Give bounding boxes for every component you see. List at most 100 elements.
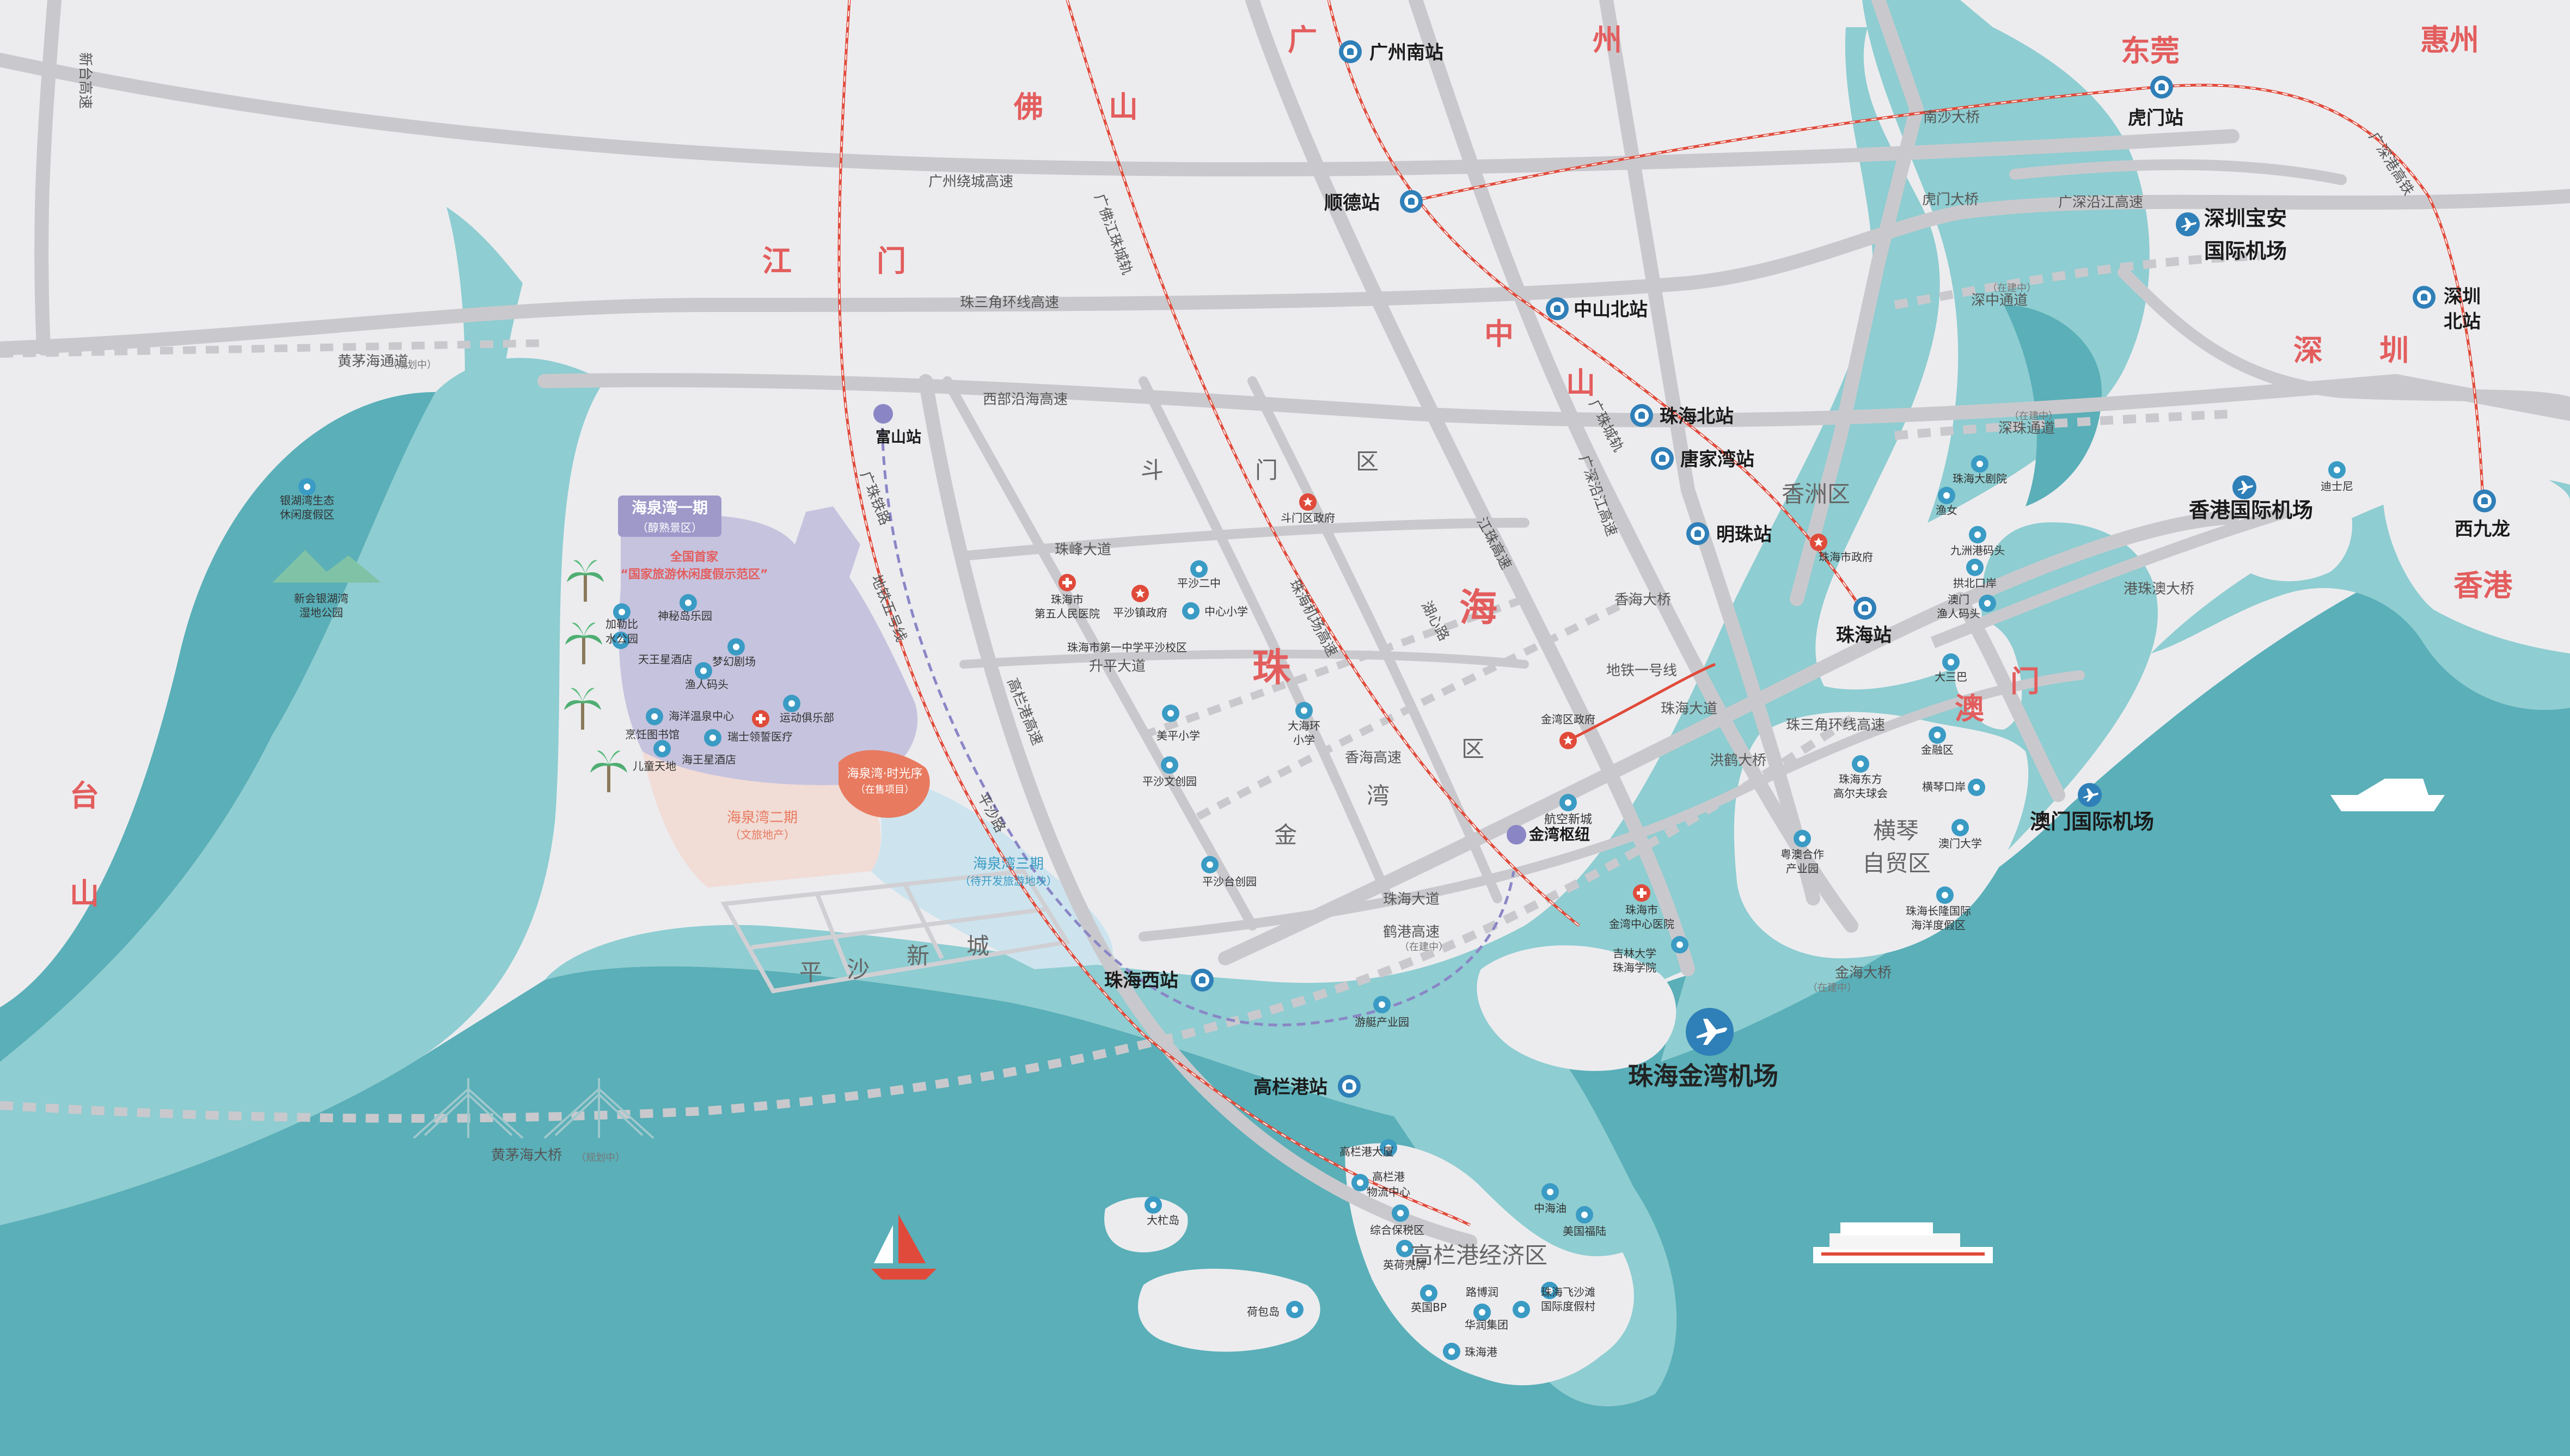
- poi-golf-1: 珠海东方: [1839, 773, 1882, 786]
- poi-jinwan-hosp-2: 金湾中心医院: [1609, 917, 1674, 931]
- national-label-2: “国家旅游休闲度假示范区”: [621, 567, 768, 582]
- region-zhuhai-1: 珠: [1252, 645, 1291, 690]
- road-planning-2: （规划中）: [576, 1152, 625, 1164]
- region-dongguan: 东莞: [2121, 34, 2180, 68]
- airport-shenzhen-2[interactable]: 国际机场: [2204, 239, 2287, 263]
- station-gaolangang[interactable]: 高栏港站: [1253, 1076, 1327, 1098]
- airport-hongkong[interactable]: 香港国际机场: [2189, 498, 2313, 522]
- poi-jialebi-1: 加勒比: [605, 617, 638, 631]
- region-huizhou: 惠州: [2420, 23, 2479, 57]
- poi-zhonghaiyou: 中海油: [1534, 1202, 1567, 1215]
- region-zhongshan-1: 中: [1484, 317, 1514, 351]
- gaolan-peninsula: [1345, 1143, 1634, 1386]
- road-planning-1: （规划中）: [388, 359, 437, 371]
- road-humen-expressway: 广深沿江高速: [2058, 194, 2143, 211]
- road-humen-bridge: 虎门大桥: [1922, 192, 1979, 208]
- poi-yuao-2: 产业园: [1786, 862, 1819, 875]
- station-tangjiawan[interactable]: 唐家湾站: [1680, 449, 1754, 470]
- poi-ukbp: 英国BP: [1411, 1301, 1447, 1314]
- district-jinwan-1: 金: [1274, 822, 1297, 848]
- region-shenzhen-2: 圳: [2379, 333, 2409, 368]
- phase3-title: 海泉湾三期: [973, 856, 1044, 872]
- poi-macau-yuren-2: 渔人码头: [1937, 607, 1980, 620]
- district-jinwan-2: 湾: [1367, 782, 1390, 809]
- poi-menghuan: 梦幻剧场: [712, 655, 756, 668]
- airport-macau[interactable]: 澳门国际机场: [2030, 810, 2154, 834]
- station-zhuhai-west[interactable]: 珠海西站: [1104, 970, 1178, 992]
- road-huangmaohai-bridge: 黄茅海大桥: [491, 1147, 562, 1164]
- poi-zhuhai-port: 珠海港: [1465, 1345, 1497, 1359]
- district-pingsha-3: 新: [907, 943, 929, 969]
- poi-jialebi-2: 水公园: [605, 632, 638, 645]
- poi-disney: 迪士尼: [2321, 480, 2353, 493]
- poi-pingsha-wenchuang: 平沙文创园: [1142, 775, 1197, 788]
- station-mingzhu[interactable]: 明珠站: [1716, 524, 1772, 546]
- poi-dagan: 大杧岛: [1147, 1214, 1179, 1227]
- road-pingsha-road: 平沙路: [974, 790, 1008, 835]
- national-label-1: 全国首家: [670, 550, 719, 564]
- region-taishan-2: 山: [70, 877, 99, 911]
- river-west: [436, 207, 523, 741]
- station-zhongshan-north[interactable]: 中山北站: [1574, 299, 1648, 321]
- poi-jinrong: 金融区: [1921, 743, 1954, 756]
- station-jinwan-hub[interactable]: 金湾枢纽: [1528, 825, 1590, 843]
- region-macau-2: 门: [2010, 664, 2040, 699]
- road-metro-line1: 地铁一号线: [1606, 663, 1677, 679]
- poi-zhuhai-opera: 珠海大剧院: [1953, 472, 2007, 485]
- road-construction-1: （在建中）: [1987, 283, 2036, 294]
- poi-yinghe: 英荷壳牌: [1383, 1258, 1427, 1271]
- station-zhuhai-north[interactable]: 珠海北站: [1660, 406, 1734, 427]
- district-pingsha-2: 沙: [847, 956, 870, 983]
- airport-shenzhen-1[interactable]: 深圳宝安: [2204, 206, 2287, 230]
- road-guangzhu-railway: 广珠铁路: [857, 469, 894, 528]
- road-gaolan-expressway: 高栏港高速: [1004, 676, 1046, 748]
- station-zhuhai[interactable]: 珠海站: [1836, 625, 1892, 646]
- district-pingsha-1: 平: [799, 959, 822, 986]
- district-doumen-3: 区: [1356, 448, 1379, 475]
- on-sale-title[interactable]: 海泉湾·时光序: [847, 767, 923, 781]
- station-shenzhen-north-1[interactable]: 深圳: [2444, 286, 2481, 308]
- region-foshan-1: 佛: [1013, 90, 1043, 124]
- airport-zhuhai[interactable]: 珠海金湾机场: [1628, 1061, 1778, 1091]
- district-gaolan: 高栏港经济区: [1410, 1242, 1547, 1269]
- station-humen[interactable]: 虎门站: [2128, 107, 2183, 129]
- road-prd-ring-east: 珠三角环线高速: [1786, 717, 1885, 733]
- poi-jinwan-gov: 金湾区政府: [1541, 713, 1595, 726]
- sailboat-icon: [871, 1214, 937, 1280]
- station-shunde[interactable]: 顺德站: [1324, 192, 1380, 214]
- poi-jilin-2: 珠海学院: [1613, 961, 1656, 974]
- road-shenzhong-channel: 深中通道: [1971, 292, 2028, 309]
- road-xianghai-bridge: 香海大桥: [1614, 592, 1671, 608]
- poi-macau-yuren-1: 澳门: [1948, 593, 1969, 606]
- station-west-kowloon[interactable]: 西九龙: [2455, 518, 2510, 540]
- jinwan-land: [1477, 945, 1676, 1071]
- poi-haiyang-wenquan: 海洋温泉中心: [669, 709, 734, 723]
- region-jiangmen-2: 门: [877, 244, 906, 278]
- poi-huarun: 华润集团: [1465, 1318, 1508, 1331]
- region-guangzhou-1: 广: [1288, 23, 1317, 57]
- station-guangzhou-south[interactable]: 广州南站: [1369, 42, 1443, 64]
- road-zhuhai-avenue-east: 珠海大道: [1661, 701, 1717, 717]
- poi-yuao-1: 粤澳合作: [1780, 848, 1824, 861]
- station-hangkong-newcity: 航空新城: [1544, 813, 1592, 827]
- poi-zhuhai5-2: 第五人民医院: [1035, 607, 1100, 620]
- poi-hebao: 荷包岛: [1247, 1305, 1280, 1318]
- district-doumen-1: 斗: [1141, 457, 1164, 484]
- poi-dahai-1: 大海环: [1288, 719, 1320, 732]
- station-fushan[interactable]: 富山站: [876, 428, 921, 446]
- ferry-icon: [1813, 1222, 1993, 1263]
- road-hexin-road: 湖心路: [1418, 598, 1452, 644]
- poi-yinhu-1: 银湖湾生态: [280, 494, 334, 507]
- district-pingsha-4: 城: [966, 933, 989, 959]
- station-shenzhen-north-2[interactable]: 北站: [2444, 311, 2481, 333]
- road-guangao-expressway: 广深沿江高速: [1575, 453, 1620, 539]
- poi-changlong-1: 珠海长隆国际: [1906, 904, 1971, 917]
- road-western-coastal: 西部沿海高速: [983, 391, 1068, 408]
- poi-shenmi: 神秘岛乐园: [658, 609, 712, 622]
- road-xianghai-expressway: 香海高速: [1345, 750, 1402, 766]
- district-hengqin-2: 自贸区: [1862, 850, 1931, 877]
- phase1-subtitle: （醇熟景区）: [637, 521, 702, 534]
- poi-jinwan-hosp-1: 珠海市: [1625, 903, 1658, 916]
